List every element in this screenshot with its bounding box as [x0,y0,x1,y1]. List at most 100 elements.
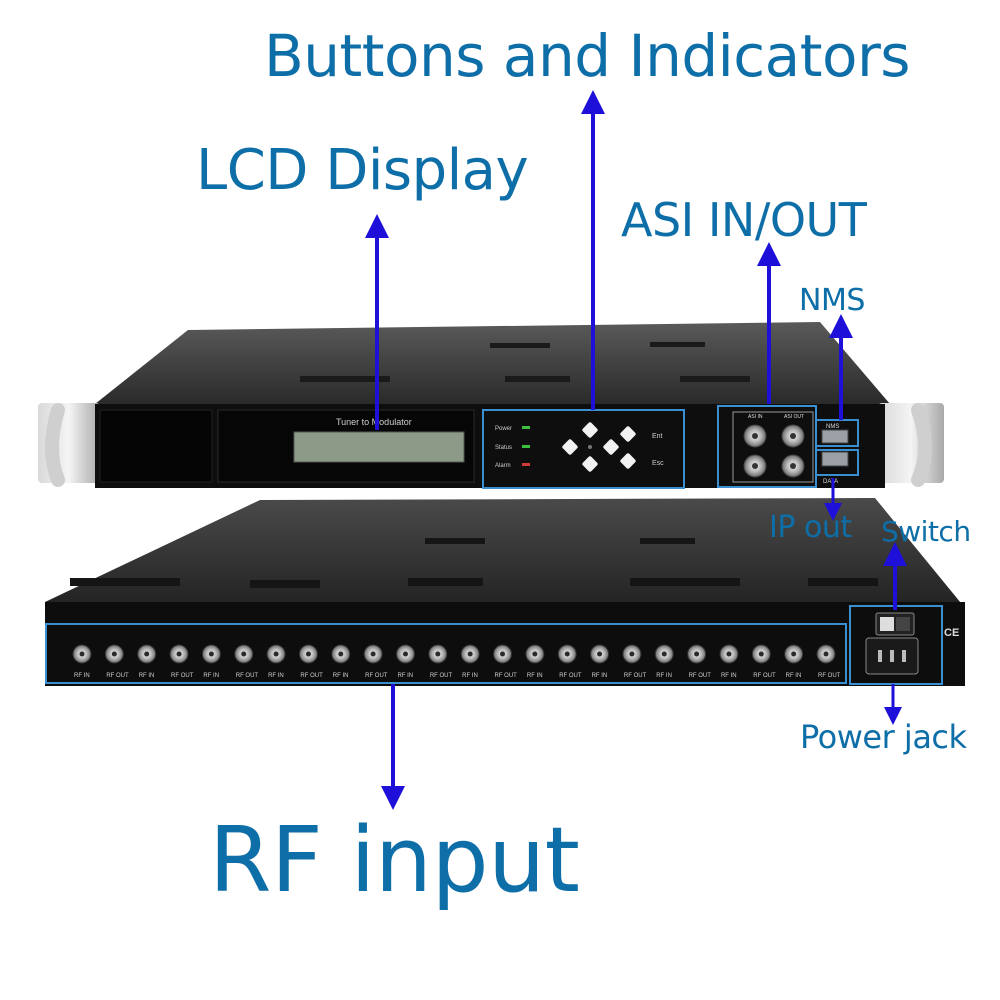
front-unit: Tuner to Modulator Power Status Alarm En… [38,322,944,489]
indicator-label-alarm: Alarm [495,463,511,469]
ent-button-label: Ent [652,433,663,440]
key-right-button[interactable] [603,439,620,456]
indicator-label-power: Power [495,426,512,432]
callout-rf-input: RF input [209,808,580,913]
power-jack-pin [902,650,906,662]
asi-pin [790,463,796,469]
rf-port-label: RF IN [786,673,802,679]
rf-connector-pin [370,651,376,657]
data-highlight [815,449,859,476]
rf-port-label: RF OUT [624,673,647,679]
rf-connector-pin [241,651,247,657]
rf-port-label: RF OUT [753,673,776,679]
rf-connector-pin [726,651,732,657]
top-cover-vents [300,342,750,382]
asi-out-label: ASI OUT [784,414,804,420]
rf-connector-pin [79,651,85,657]
rf-connector-pin [305,651,311,657]
ce-mark: CE [944,627,959,639]
asi-port-frame [732,411,814,483]
buttons-indicators-highlight [482,409,685,489]
nms-port-label: NMS [826,424,839,430]
key-menu-button[interactable] [620,426,637,443]
callout-lcd-display: LCD Display [196,138,529,203]
callout-arrows [365,90,907,810]
power-switch-rocker [880,617,894,631]
rf-port-label: RF OUT [106,673,129,679]
rf-port-label: RF OUT [559,673,582,679]
power-switch-rocker [896,617,910,631]
nms-port[interactable] [821,429,849,444]
rf-port-label: RF IN [721,673,737,679]
rf-connector-pin [629,651,635,657]
led-status [522,445,530,448]
rf-connector-pin [435,651,441,657]
data-port-label: DATA [823,479,838,485]
power-jack-pin [878,650,882,662]
rf-connector-pin [564,651,570,657]
esc-button-label: Esc [652,460,664,467]
handle-left-icon [45,403,65,487]
rf-port-label: RF IN [656,673,672,679]
rear-unit: RF IN RF OUT RF IN RF OUT RF IN RF OUT RF IN RF… [45,498,965,686]
data-port[interactable] [821,451,849,467]
rf-connector-pin [500,651,506,657]
rf-connector-pin [176,651,182,657]
keypad[interactable] [562,422,637,473]
key-up-button[interactable] [582,422,599,439]
rf-connector-pin [597,651,603,657]
rf-connector-pin [208,651,214,657]
front-face [95,404,885,488]
rf-connector-pin [694,651,700,657]
rf-connector-pin [144,651,150,657]
callout-buttons-indicators: Buttons and Indicators [264,22,911,90]
rf-port-label: RF IN [592,673,608,679]
callout-asi-in-out: ASI IN/OUT [621,193,867,247]
asi-pin [752,463,758,469]
rear-face [45,602,965,686]
callout-power-jack: Power jack [800,718,967,756]
rf-port-label: RF OUT [818,673,841,679]
led-alarm [522,463,530,466]
rf-connector-pin [402,651,408,657]
front-left-window [99,409,213,483]
rf-connector-pin [758,651,764,657]
rf-port-label: RF OUT [236,673,259,679]
asi-connectors[interactable] [743,424,805,478]
asi-pin [752,433,758,439]
rear-cover-vents [70,538,878,588]
rf-port-label: RF IN [203,673,219,679]
rf-connector-pin [532,651,538,657]
callout-nms: NMS [799,283,865,318]
rf-port-label: RF OUT [495,673,518,679]
rack-ear-right [878,403,944,483]
rf-port-label: RF OUT [365,673,388,679]
rf-connector-pin [791,651,797,657]
nms-highlight [815,419,859,447]
callout-switch: Switch [881,515,971,548]
indicator-label-status: Status [495,445,512,451]
rf-port-label: RF IN [74,673,90,679]
rf-connector-row: RF IN RF OUT RF IN RF OUT RF IN RF OUT RF IN RF… [72,644,841,679]
key-back-button[interactable] [620,453,637,470]
asi-pin [790,433,796,439]
rf-connector-pin [273,651,279,657]
lcd-header-text: Tuner to Modulator [336,417,412,427]
handle-right-icon [911,403,932,487]
rf-connector-pin [338,651,344,657]
indicator-group: Power Status Alarm [495,426,530,469]
key-down-button[interactable] [582,456,599,473]
rf-connector-pin [111,651,117,657]
rf-port-label: RF IN [139,673,155,679]
led-power [522,426,530,429]
rf-port-label: RF IN [333,673,349,679]
rf-input-highlight [45,623,847,684]
key-left-button[interactable] [562,439,579,456]
rf-port-label: RF IN [527,673,543,679]
asi-in-label: ASI IN [748,414,763,420]
callout-ip-out: IP out [769,510,852,545]
rf-port-label: RF IN [397,673,413,679]
key-center-dot [588,445,592,449]
rf-port-label: RF IN [268,673,284,679]
